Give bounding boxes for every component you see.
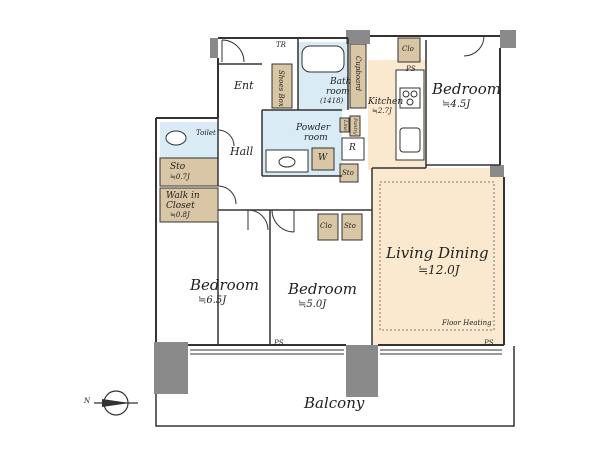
outer-walls [154,30,516,397]
sink [399,127,421,153]
wic-area: ≒0.8J [170,211,190,219]
closet-ne-label: Clo [402,45,414,53]
entrance-name: Ent [234,79,254,92]
bathroom-size: (1418) [320,97,344,105]
compass-n-label: N [84,397,91,405]
bathroom-name-1: Bath [330,77,352,87]
bedroom-s-name: Bedroom [288,280,357,298]
storage-name: Sto [170,162,186,172]
floor-heating-area [379,181,495,331]
shoe-box [271,63,293,109]
bathtub [301,45,345,73]
hall-name: Hall [230,145,254,158]
bedroom-ne-area: ≒4.5J [442,99,471,110]
living-dining-name: Living Dining [386,244,489,262]
kitchen-area: ≒2.7J [372,107,392,115]
bedroom-ne-name: Bedroom [432,80,501,98]
balcony-railing [155,346,515,427]
closet-s-box [317,213,339,241]
shoe-box-label: Shoes Box [277,70,285,107]
living-dining-floor [372,168,504,346]
pantry-box [349,115,361,137]
closet-s-label: Clo [320,222,332,230]
windows [190,349,502,355]
pantry-label: Pantry [352,118,358,135]
washer-label: W [318,153,328,163]
walk-in-closet-box [159,187,219,223]
toilet-name: Toilet [196,129,216,137]
storage-area: ≒0.7J [170,173,190,181]
bedroom-s-area: ≒5.0J [298,299,327,310]
ps-label-s: PS [274,339,284,347]
washer-box [311,147,335,171]
living-dining-area: ≒12.0J [418,263,460,277]
storage-s-box [341,213,363,241]
vanity [265,149,309,173]
trunk-room-label: TR [276,41,286,49]
wic-name-1: Walk in [166,191,200,201]
floor-heating-label: Floor Heating [442,319,492,327]
powder-room-name-1: Powder [296,123,331,133]
closet-ne-box [397,37,421,63]
wall-lines [155,35,505,346]
storage-hall-label: Sto [342,169,354,177]
bedroom-sw-name: Bedroom [190,276,259,294]
bathroom-name-2: room [326,87,350,97]
storage-s-label: Sto [344,222,356,230]
wic-name-2: Closet [166,201,195,211]
refrigerator-label: R [349,143,356,153]
compass [94,390,138,416]
line-label: Line [342,120,348,132]
balcony-name: Balcony [304,394,365,412]
line-box [339,117,350,133]
stove [399,87,421,109]
ps-label-ne: PS [406,65,416,73]
refrigerator-box [341,137,365,161]
storage-box [159,157,219,187]
door-swings [217,35,485,233]
ps-label-se: PS [484,339,494,347]
bedroom-sw-area: ≒6.5J [198,295,227,306]
toilet-fixture [165,130,187,146]
interior-walls [217,38,500,345]
kitchen-name: Kitchen [368,97,404,107]
cupboard-label: Cupboard [354,56,362,92]
powder-room-name-2: room [304,133,328,143]
storage-hall-box [339,163,359,183]
